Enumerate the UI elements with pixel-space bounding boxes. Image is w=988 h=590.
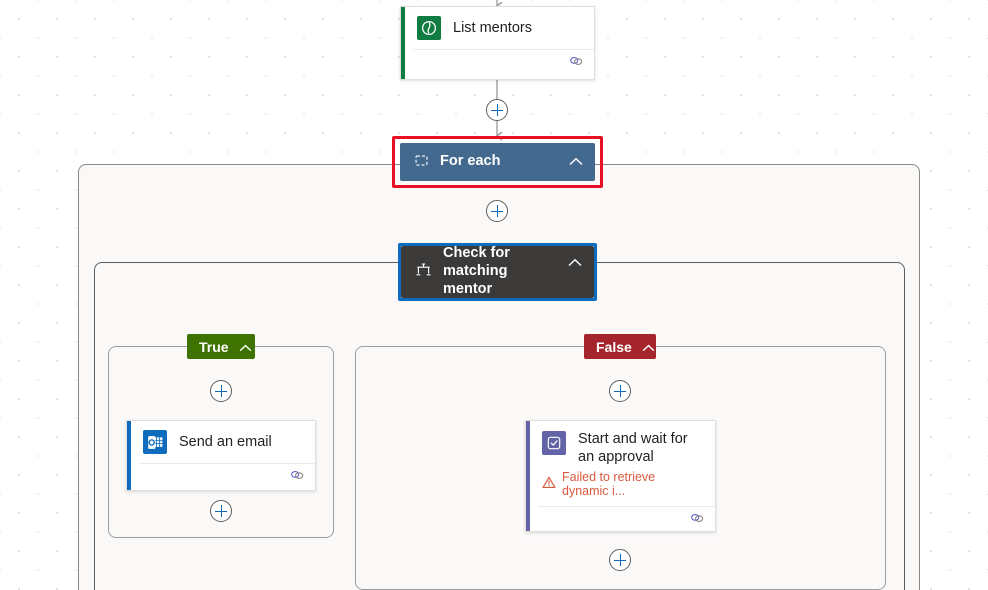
link-chain-icon[interactable] — [289, 468, 305, 487]
add-step-false-branch-top[interactable] — [609, 380, 631, 402]
approvals-icon — [542, 431, 566, 455]
chevron-up-icon[interactable] — [569, 154, 583, 170]
node-header: List mentors — [401, 7, 594, 49]
chevron-up-icon[interactable] — [568, 255, 582, 271]
chevron-up-icon[interactable] — [642, 339, 655, 355]
node-for-each[interactable]: For each — [400, 143, 595, 181]
chevron-up-icon[interactable] — [239, 339, 252, 355]
node-title: Start and wait for an approval — [578, 431, 688, 466]
node-title: For each — [440, 153, 501, 170]
node-title: List mentors — [453, 19, 532, 36]
node-header: Start and wait for an approval — [526, 421, 715, 470]
condition-branch-icon — [415, 262, 432, 283]
node-accent-bar — [401, 7, 405, 79]
add-step-inside-for-each[interactable] — [486, 200, 508, 222]
warning-triangle-icon — [542, 476, 556, 492]
branch-badge-true[interactable]: True — [187, 334, 255, 359]
link-chain-icon[interactable] — [568, 54, 584, 73]
branch-label: False — [596, 338, 632, 355]
condition-focus-ring — [398, 243, 597, 301]
node-error-text: Failed to retrieve dynamic i... — [562, 470, 656, 499]
add-step-after-list-mentors[interactable] — [486, 99, 508, 121]
node-divider — [139, 463, 315, 464]
link-chain-icon[interactable] — [689, 511, 705, 530]
node-send-an-email[interactable]: Send an email — [126, 420, 316, 491]
node-title: Send an email — [179, 433, 272, 450]
node-error-message: Failed to retrieve dynamic i... — [526, 470, 715, 506]
branch-label: True — [199, 338, 229, 355]
node-divider — [413, 49, 594, 50]
outlook-send-email-icon — [143, 430, 167, 454]
branch-badge-false[interactable]: False — [584, 334, 656, 359]
for-each-selection-outline — [392, 136, 603, 188]
add-step-true-branch-bottom[interactable] — [210, 500, 232, 522]
excel-table-icon — [417, 16, 441, 40]
loop-foreach-icon — [414, 153, 429, 172]
node-accent-bar — [127, 421, 131, 490]
node-list-mentors[interactable]: List mentors — [400, 6, 595, 80]
node-title: Check for matching mentor — [443, 245, 510, 297]
node-footer — [401, 50, 594, 76]
node-start-and-wait-for-an-approval[interactable]: Start and wait for an approval Failed to… — [525, 420, 716, 532]
node-check-for-matching-mentor[interactable]: Check for matching mentor — [401, 245, 594, 298]
node-footer — [127, 464, 315, 490]
node-header: Send an email — [127, 421, 315, 463]
node-footer — [526, 507, 715, 533]
add-step-true-branch-top[interactable] — [210, 380, 232, 402]
node-accent-bar — [526, 421, 530, 531]
add-step-false-branch-bottom[interactable] — [609, 549, 631, 571]
node-divider — [538, 506, 715, 508]
